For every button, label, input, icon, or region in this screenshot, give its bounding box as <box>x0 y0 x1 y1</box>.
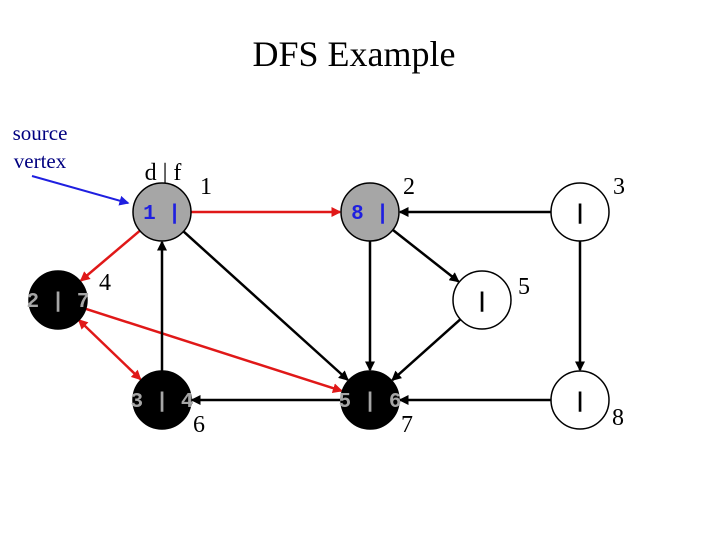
legend-d-f: d | f <box>145 160 182 186</box>
vertex-label: 2 | 7 <box>26 291 89 314</box>
source-label-line-2: vertex <box>14 149 67 173</box>
vertex-circle <box>452 270 512 330</box>
step-number-3: 3 <box>613 174 625 200</box>
vertex-circle <box>340 370 400 430</box>
vertex-circle <box>340 182 400 242</box>
vertex-label: | <box>476 291 489 314</box>
slide-title: DFS Example <box>253 34 456 74</box>
step-number-7: 7 <box>401 412 413 438</box>
edge-b-e <box>392 228 460 283</box>
nodes-layer: 1 | 8 | | 2 | 7 | 3 | 4 5 | 6 | <box>26 182 610 430</box>
source-label-line-1: source <box>13 121 68 145</box>
vertex-circle <box>550 370 610 430</box>
vertex-g: 5 | 6 <box>338 370 402 430</box>
edge-e-g <box>391 318 462 382</box>
step-number-2: 2 <box>403 174 415 200</box>
edge-d-g <box>85 307 343 394</box>
vertex-a: 1 | <box>132 182 192 242</box>
step-number-5: 5 <box>518 274 530 300</box>
source-pointer-arrow <box>31 175 130 206</box>
vertex-circle <box>132 370 192 430</box>
edge-a-g <box>182 230 349 381</box>
vertex-label: | <box>574 391 587 414</box>
vertex-circle <box>28 270 88 330</box>
vertex-c: | <box>550 182 610 242</box>
vertex-d: 2 | 7 <box>26 270 90 330</box>
edge-d-f <box>77 319 142 381</box>
vertex-label: 8 | <box>351 203 389 226</box>
edge-a-d <box>79 229 141 282</box>
vertex-circle <box>550 182 610 242</box>
vertex-h: | <box>550 370 610 430</box>
vertex-circle <box>132 182 192 242</box>
step-number-4: 4 <box>99 270 111 296</box>
step-number-6: 6 <box>193 412 205 438</box>
vertex-label: 3 | 4 <box>130 391 193 414</box>
vertex-b: 8 | <box>340 182 400 242</box>
step-number-1: 1 <box>200 174 212 200</box>
vertex-f: 3 | 4 <box>130 370 194 430</box>
vertex-e: | <box>452 270 512 330</box>
vertex-label: | <box>574 203 587 226</box>
edges-layer <box>77 207 585 405</box>
vertex-label: 1 | <box>143 203 181 226</box>
step-number-8: 8 <box>612 405 624 431</box>
vertex-label: 5 | 6 <box>338 391 401 414</box>
